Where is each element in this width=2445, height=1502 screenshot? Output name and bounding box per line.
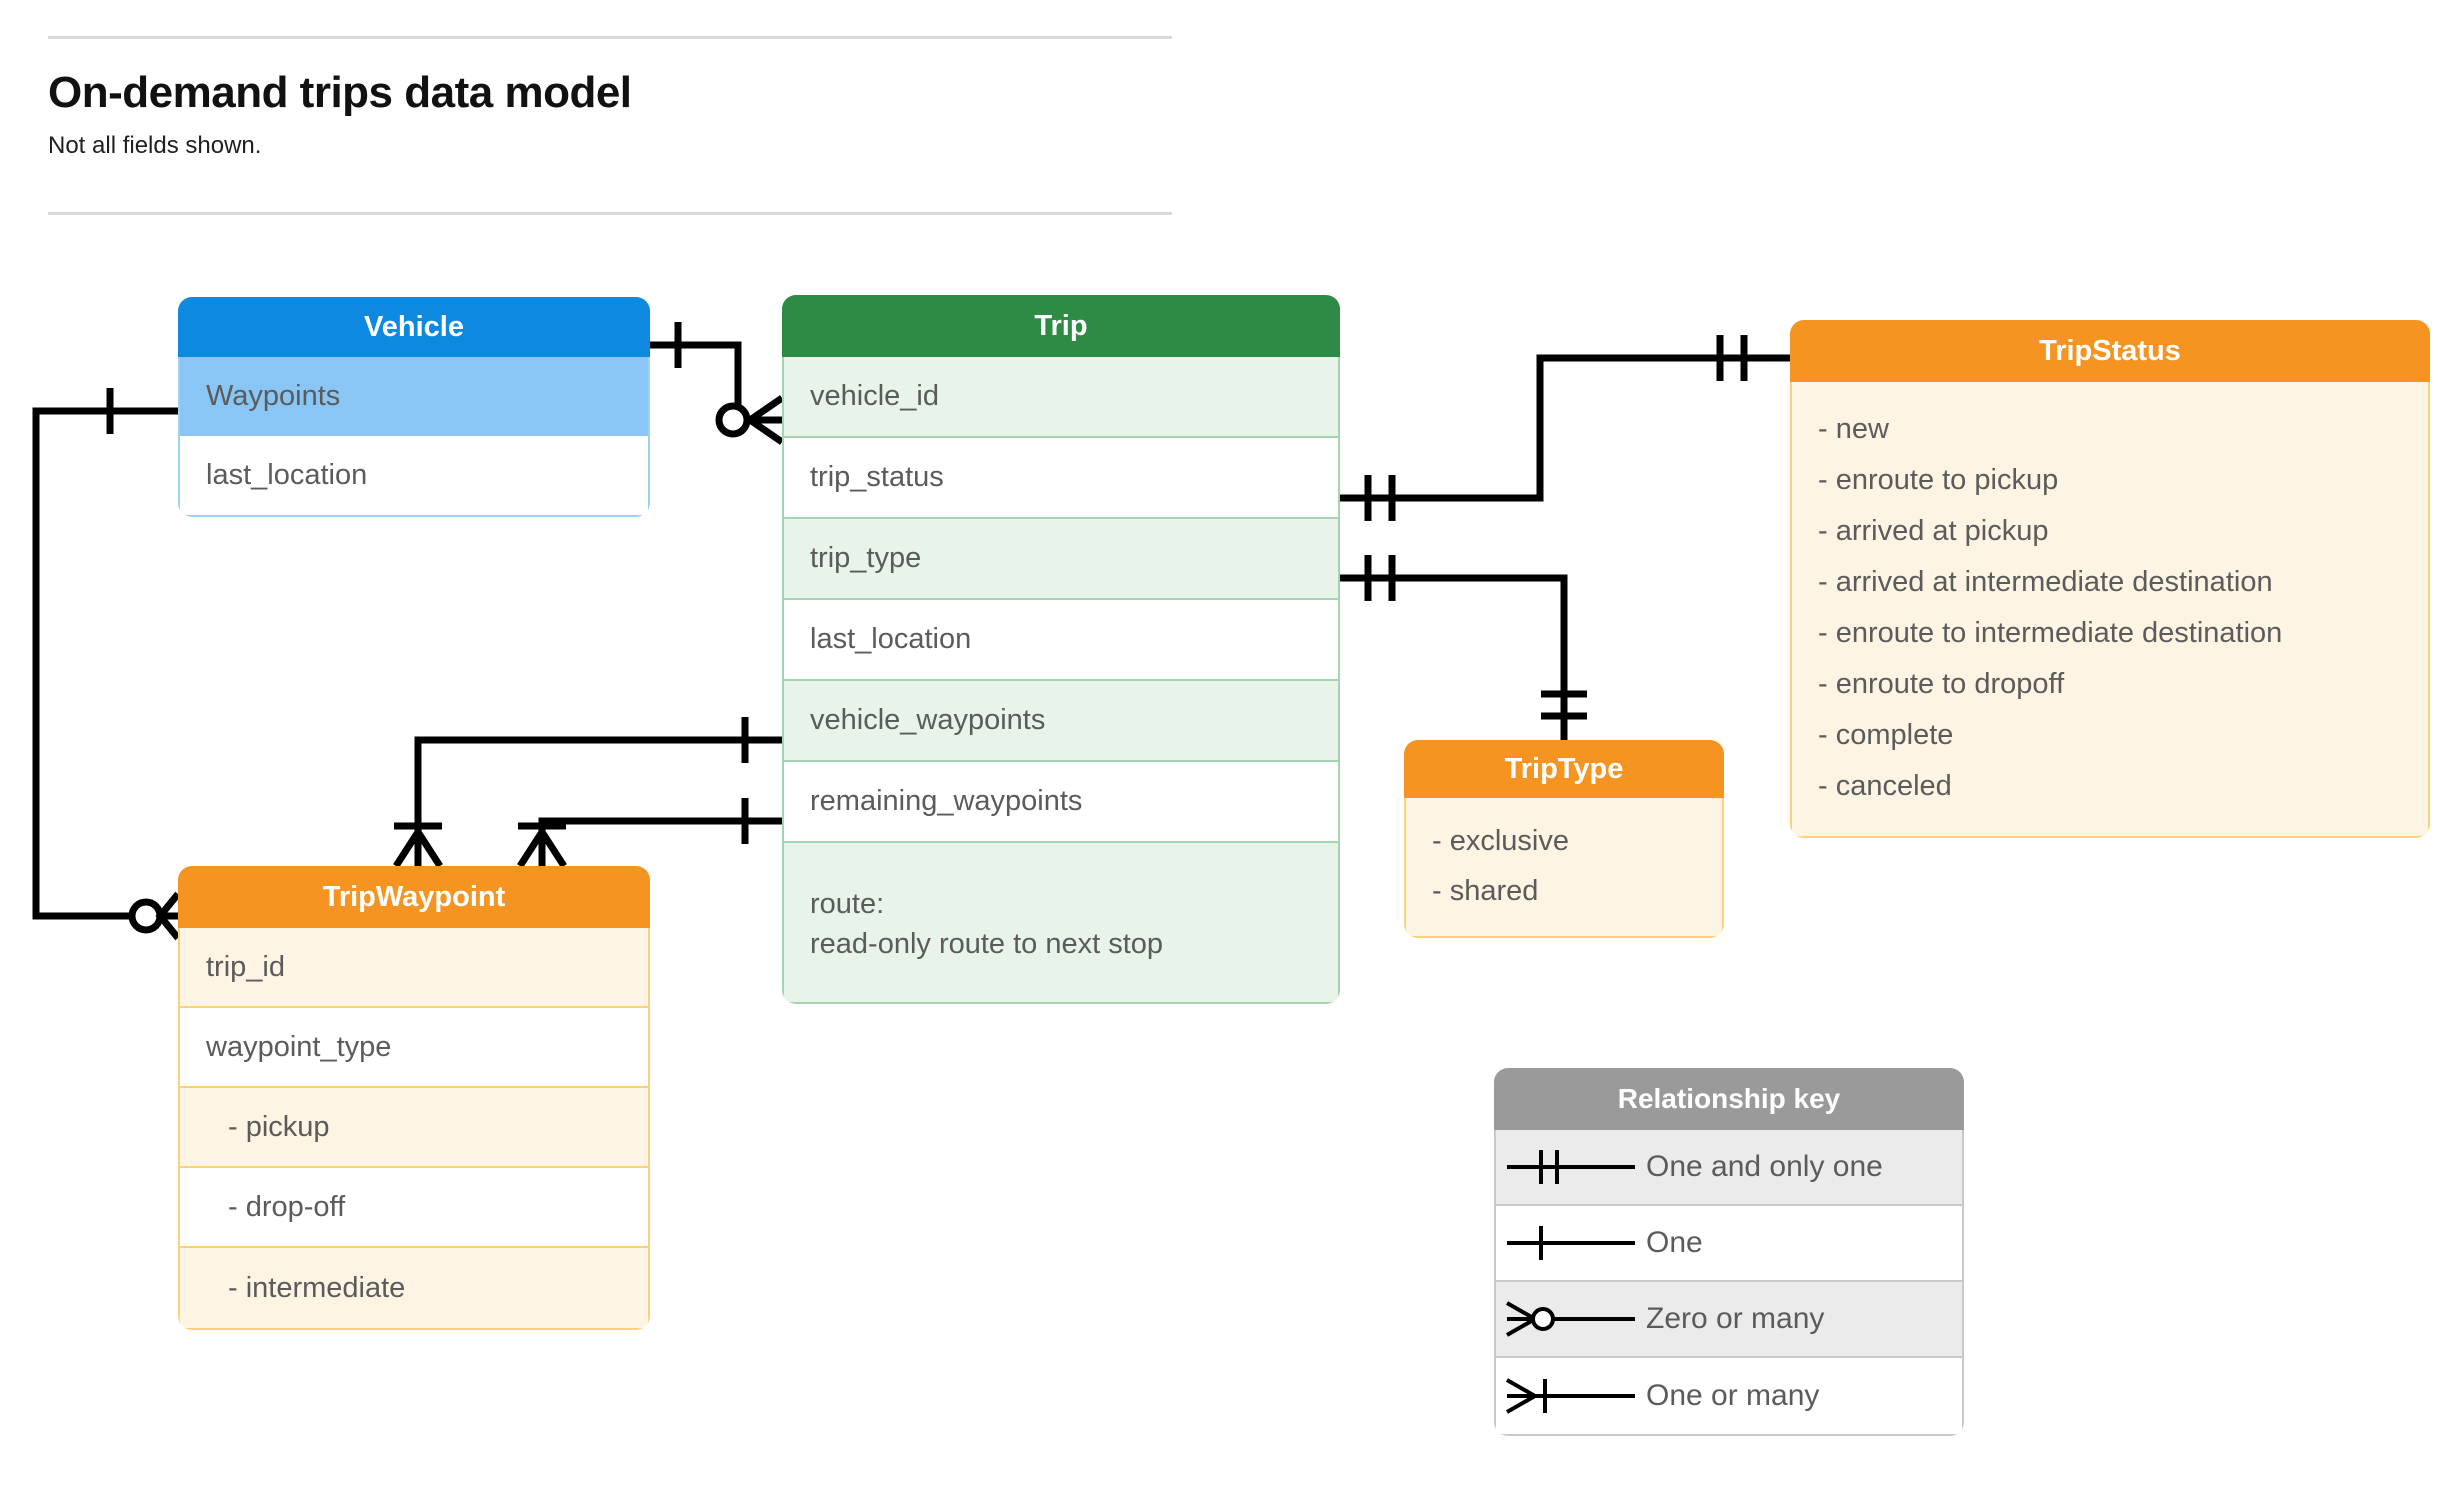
trip-status-value: - enroute to dropoff bbox=[1818, 668, 2065, 700]
legend-label: One or many bbox=[1646, 1379, 1820, 1412]
trip-waypoint-value-intermediate: - intermediate bbox=[180, 1248, 648, 1328]
entity-vehicle-title: Vehicle bbox=[178, 297, 650, 357]
zero-or-many-icon bbox=[1496, 1294, 1646, 1344]
legend-row-one: One bbox=[1496, 1206, 1962, 1282]
entity-trip-waypoint-body: trip_id waypoint_type - pickup - drop-of… bbox=[178, 928, 650, 1330]
trip-status-value: - arrived at pickup bbox=[1818, 515, 2049, 547]
legend-row-one-or-many: One or many bbox=[1496, 1358, 1962, 1434]
legend-row-one-and-only-one: One and only one bbox=[1496, 1130, 1962, 1206]
trip-status-value: - complete bbox=[1818, 719, 1954, 751]
trip-status-value: - enroute to pickup bbox=[1818, 464, 2059, 496]
entity-trip[interactable]: Trip vehicle_id trip_status trip_type la… bbox=[782, 295, 1340, 1004]
entity-trip-waypoint[interactable]: TripWaypoint trip_id waypoint_type - pic… bbox=[178, 866, 650, 1330]
trip-waypoint-field-trip-id[interactable]: trip_id bbox=[180, 928, 648, 1008]
trip-route-label: route: bbox=[810, 888, 885, 921]
trip-waypoint-value-pickup: - pickup bbox=[180, 1088, 648, 1168]
header-rule-top bbox=[48, 36, 1172, 39]
trip-field-trip-type[interactable]: trip_type bbox=[784, 519, 1338, 600]
legend-row-zero-or-many: Zero or many bbox=[1496, 1282, 1962, 1358]
entity-trip-status[interactable]: TripStatus - new - enroute to pickup - a… bbox=[1790, 320, 2430, 838]
trip-field-route[interactable]: route: read-only route to next stop bbox=[784, 843, 1338, 1002]
entity-trip-body: vehicle_id trip_status trip_type last_lo… bbox=[782, 357, 1340, 1004]
relationship-key-body: One and only one One bbox=[1494, 1130, 1964, 1436]
entity-trip-title: Trip bbox=[782, 295, 1340, 357]
trip-type-value: - shared bbox=[1432, 874, 1539, 907]
one-and-only-one-icon bbox=[1496, 1142, 1646, 1192]
entity-trip-type-body: - exclusive - shared bbox=[1404, 798, 1724, 938]
entity-vehicle[interactable]: Vehicle Waypoints last_location bbox=[178, 297, 650, 517]
relationship-key-legend[interactable]: Relationship key One and only one bbox=[1494, 1068, 1964, 1436]
entity-trip-type-title: TripType bbox=[1404, 740, 1724, 798]
legend-label: One and only one bbox=[1646, 1150, 1883, 1183]
trip-status-value: - enroute to intermediate destination bbox=[1818, 617, 2283, 649]
trip-status-value: - arrived at intermediate destination bbox=[1818, 566, 2273, 598]
one-icon bbox=[1496, 1218, 1646, 1268]
legend-label: One bbox=[1646, 1226, 1703, 1259]
trip-field-trip-status[interactable]: trip_status bbox=[784, 438, 1338, 519]
trip-field-last-location[interactable]: last_location bbox=[784, 600, 1338, 681]
trip-status-value: - new bbox=[1818, 413, 1889, 445]
header-rule-bottom bbox=[48, 212, 1172, 215]
entity-trip-waypoint-title: TripWaypoint bbox=[178, 866, 650, 928]
trip-type-value: - exclusive bbox=[1432, 824, 1569, 857]
page-subtitle: Not all fields shown. bbox=[48, 132, 262, 159]
entity-trip-type[interactable]: TripType - exclusive - shared bbox=[1404, 740, 1724, 938]
trip-waypoint-value-drop-off: - drop-off bbox=[180, 1168, 648, 1248]
trip-route-description: read-only route to next stop bbox=[810, 927, 1164, 960]
vehicle-field-waypoints[interactable]: Waypoints bbox=[180, 357, 648, 436]
trip-field-vehicle-waypoints[interactable]: vehicle_waypoints bbox=[784, 681, 1338, 762]
legend-label: Zero or many bbox=[1646, 1302, 1825, 1335]
entity-trip-status-title: TripStatus bbox=[1790, 320, 2430, 382]
trip-waypoint-field-waypoint-type[interactable]: waypoint_type bbox=[180, 1008, 648, 1088]
page-title: On-demand trips data model bbox=[48, 68, 632, 117]
entity-vehicle-body: Waypoints last_location bbox=[178, 357, 650, 517]
one-or-many-icon bbox=[1496, 1371, 1646, 1421]
trip-field-vehicle-id[interactable]: vehicle_id bbox=[784, 357, 1338, 438]
relationship-key-title: Relationship key bbox=[1494, 1068, 1964, 1130]
trip-field-remaining-waypoints[interactable]: remaining_waypoints bbox=[784, 762, 1338, 843]
trip-status-value: - canceled bbox=[1818, 770, 1952, 802]
vehicle-field-last-location[interactable]: last_location bbox=[180, 436, 648, 515]
entity-trip-status-body: - new - enroute to pickup - arrived at p… bbox=[1790, 382, 2430, 838]
